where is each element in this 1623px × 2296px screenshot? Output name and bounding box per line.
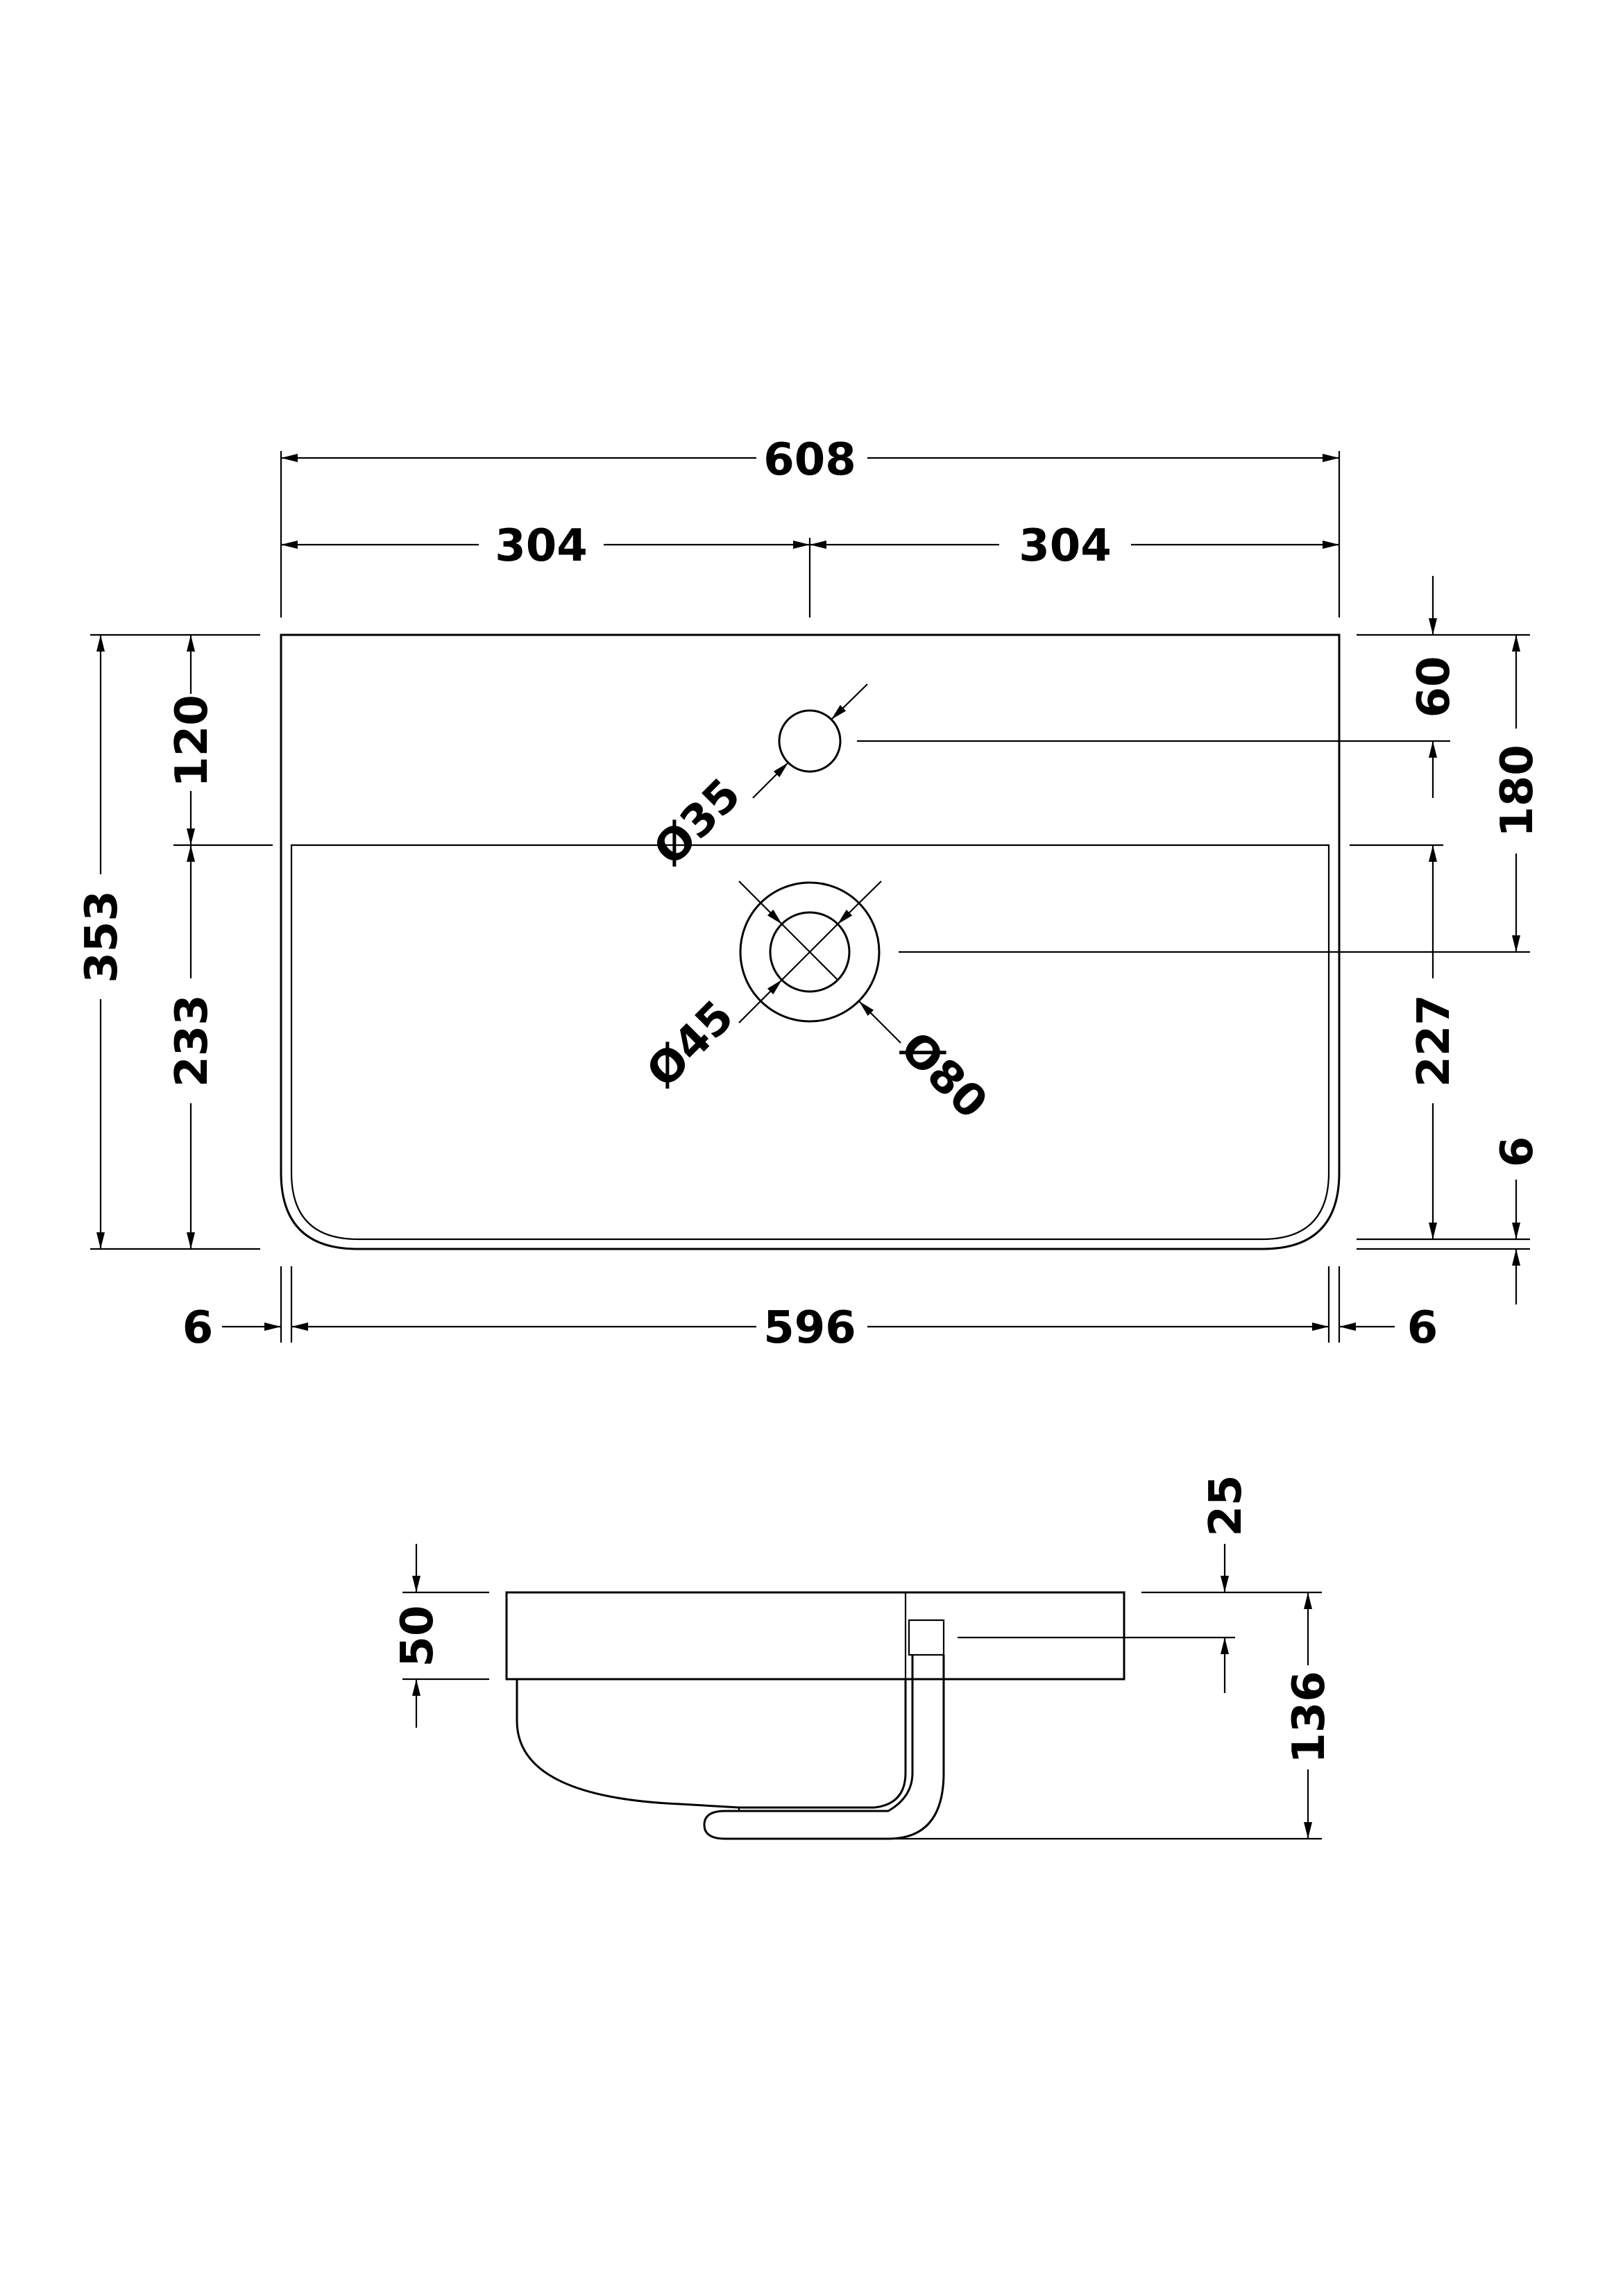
dim-side-rim-right: 6 (1407, 1302, 1438, 1354)
dim-total-height: 136 (1284, 1671, 1335, 1764)
dim-half-width-right: 304 (1019, 520, 1112, 572)
dim-overall-width: 608 (763, 434, 856, 486)
bowl-inner-outline (290, 844, 1330, 1241)
tap-hole (778, 709, 842, 773)
dim-bowl-inner-width: 596 (763, 1302, 856, 1354)
dim-waste-inner-diameter: Ø45 (637, 991, 744, 1098)
waste-outer (739, 881, 881, 1023)
dim-waste-outer-diameter: Ø80 (890, 1022, 997, 1129)
dim-tap-hole-diameter: Ø35 (644, 769, 751, 876)
bowl-body-side (516, 1679, 907, 1809)
side-view: 50 25 136 (392, 1474, 1335, 1840)
dim-rim-height: 50 (392, 1605, 443, 1667)
plan-view: 608 304 304 353 120 233 60 180 227 6 6 5… (76, 434, 1543, 1354)
dim-front-rim: 6 (1492, 1137, 1543, 1168)
dim-tap-hole-offset: 60 (1409, 656, 1460, 717)
dim-side-rim-left: 6 (182, 1302, 214, 1354)
basin-outer-outline (280, 633, 1341, 1250)
waste-inner (769, 911, 851, 993)
basin-rim-side (505, 1591, 1125, 1681)
dim-overflow-offset: 25 (1200, 1474, 1252, 1536)
dim-overall-depth: 353 (76, 890, 128, 983)
dim-bowl-inner-depth: 227 (1409, 994, 1460, 1087)
overflow-fitting (908, 1619, 945, 1656)
waste-pipe-side (703, 1655, 945, 1840)
dim-tap-hole-from-back: 120 (167, 695, 218, 788)
dim-bowl-depth: 233 (167, 994, 218, 1087)
dim-waste-from-back: 180 (1492, 745, 1543, 837)
dim-half-width-left: 304 (495, 520, 588, 572)
